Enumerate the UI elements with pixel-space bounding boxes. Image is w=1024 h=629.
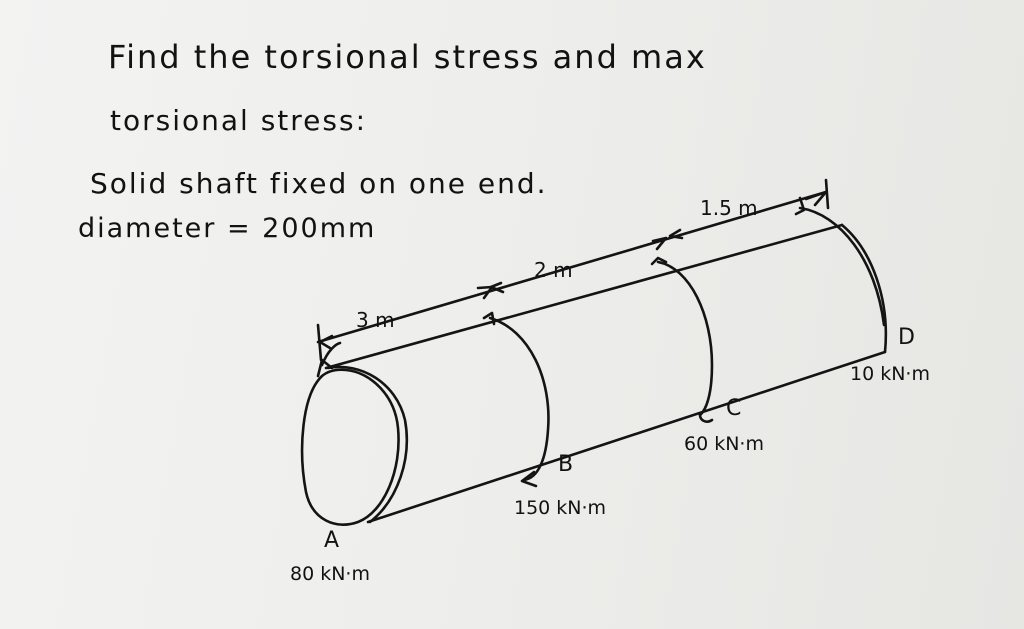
point-a-label: A	[324, 528, 340, 553]
point-d-label: D	[898, 325, 915, 350]
shaft-far-end	[840, 223, 888, 354]
problem-line-4: diameter = 200mm	[78, 213, 377, 244]
point-c-label: C	[726, 396, 742, 421]
torque-arrowhead-d	[794, 196, 806, 216]
torque-hook-c	[650, 256, 668, 266]
point-d-torque: 10 kN·m	[850, 363, 930, 385]
problem-line-2: torsional stress:	[110, 104, 368, 137]
torque-arrowhead-b	[520, 470, 538, 488]
dim-arrow-2m-right	[651, 236, 668, 251]
torque-arrow-d	[798, 206, 886, 327]
dimension-line	[316, 190, 828, 344]
torque-arrow-c	[656, 260, 714, 417]
point-c-torque: 60 kN·m	[684, 433, 764, 455]
dim-arrow-2m-left	[489, 281, 505, 294]
shaft-bottom-edge	[366, 350, 887, 524]
shaft-end-rim	[326, 365, 409, 524]
segment-label-ab: 3 m	[356, 308, 395, 332]
dimension-tick-d	[824, 178, 830, 210]
dim-arrow-1.5m-right	[804, 190, 828, 207]
torque-tail-c	[698, 413, 714, 423]
torque-arrowhead-a	[316, 358, 334, 378]
torque-hook-b	[482, 311, 496, 326]
segment-label-cd: 1.5 m	[700, 196, 758, 220]
shaft-top-edge	[324, 223, 844, 370]
torque-arrow-b	[488, 316, 550, 482]
problem-line-3: Solid shaft fixed on one end.	[90, 167, 548, 200]
dim-arrow-3m-left	[318, 334, 334, 350]
point-b-torque: 150 kN·m	[514, 497, 607, 519]
point-a-torque: 80 kN·m	[290, 563, 370, 585]
segment-label-bc: 2 m	[534, 258, 573, 282]
dim-arrow-1.5m-left	[668, 228, 684, 240]
shaft-end-face	[300, 368, 400, 526]
point-b-label: B	[558, 452, 574, 477]
problem-line-1: Find the torsional stress and max	[108, 38, 707, 76]
